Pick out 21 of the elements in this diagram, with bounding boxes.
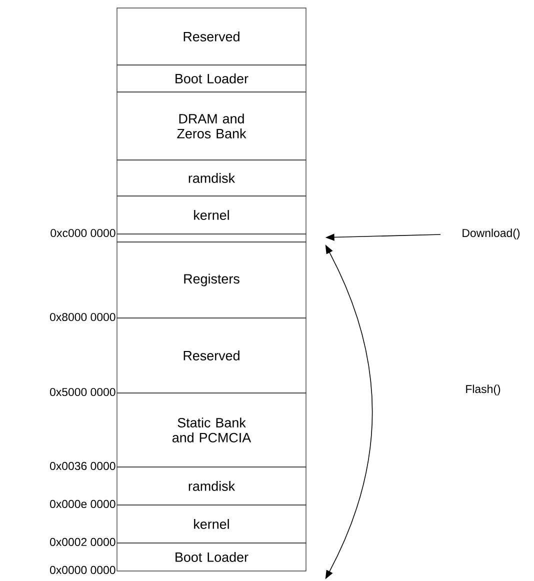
memory-segment: ramdisk — [116, 160, 306, 196]
memory-segment: DRAM and Zeros Bank — [116, 92, 306, 160]
address-label: 0x5000 0000 — [50, 388, 116, 396]
address-label: 0x000e 0000 — [50, 500, 116, 508]
address-label: 0x0002 0000 — [50, 538, 116, 546]
memory-segment: Static Bank and PCMCIA — [116, 392, 306, 468]
memory-segment: Reserved — [116, 318, 306, 394]
function-label: Download() — [462, 228, 520, 240]
memory-segment: kernel — [116, 504, 306, 544]
memory-segment: ramdisk — [116, 466, 306, 506]
address-label: 0x0000 0000 — [50, 566, 116, 574]
memory-segment: Boot Loader — [116, 64, 306, 92]
memory-segment: Registers — [116, 242, 306, 318]
address-label: 0x8000 0000 — [50, 312, 116, 322]
address-label: 0xc000 0000 — [50, 228, 116, 238]
empty-segment — [116, 234, 306, 242]
memory-segment: Boot Loader — [116, 542, 306, 572]
function-label: Flash() — [466, 384, 500, 396]
memory-segment: kernel — [116, 196, 306, 234]
memory-segment: Reserved — [116, 8, 306, 66]
address-label: 0x0036 0000 — [50, 462, 116, 470]
